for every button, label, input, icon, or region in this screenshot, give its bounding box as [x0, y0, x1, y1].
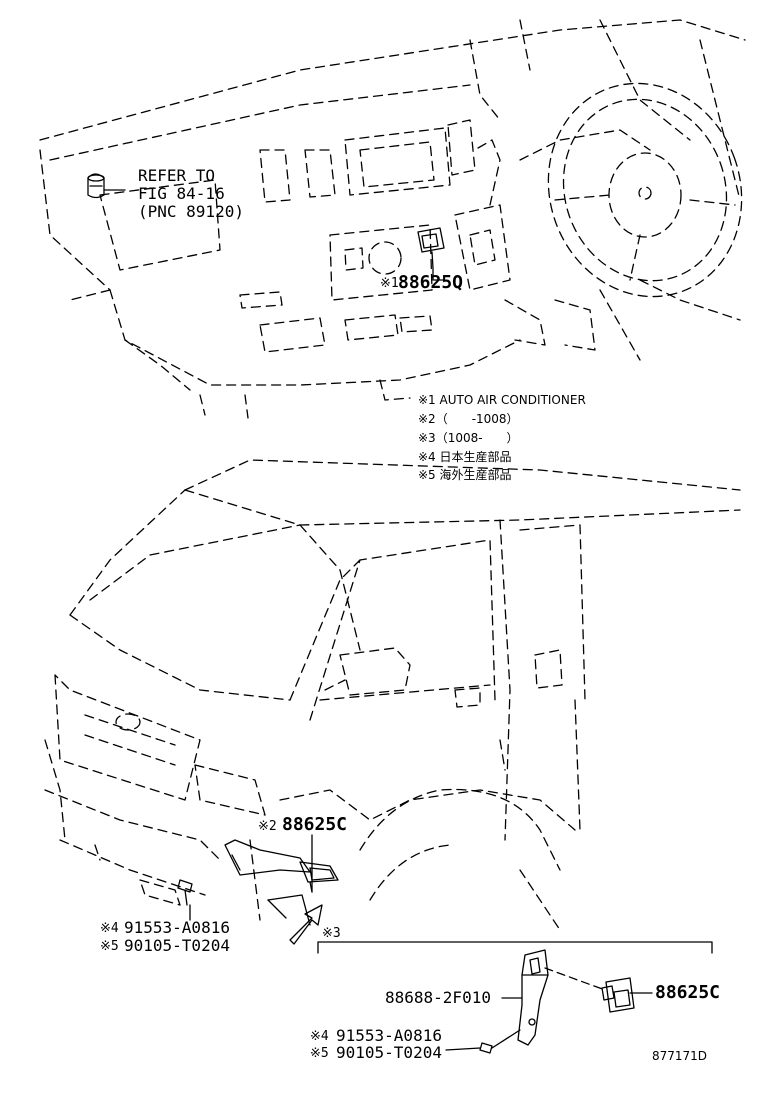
note-1: ※1 AUTO AIR CONDITIONER [418, 393, 586, 407]
note-5: ※5 海外生産部品 [418, 468, 512, 482]
bolt-front-jp-mark: ※4 [100, 921, 119, 936]
front-bracket-shape [224, 839, 339, 893]
bolt-detail-ov-mark: ※5 [310, 1046, 329, 1061]
bolt-detail-jp-mark: ※4 [310, 1029, 329, 1044]
bolt-front-ov-number: 90105-T0204 [124, 936, 230, 955]
note-4: ※4 日本生産部品 [418, 450, 512, 464]
vehicle-illustration [44, 459, 741, 931]
reference-label-line3: (PNC 89120) [138, 202, 244, 221]
bracket-88688-number: 88688-2F010 [385, 988, 491, 1007]
reference-label-line1: REFER TO [138, 166, 216, 185]
part-88625c-early-number: 88625C [282, 814, 348, 835]
detail-bolt-shape [479, 1029, 521, 1054]
detail-sensor-shape [601, 977, 635, 1013]
direction-arrow [267, 894, 323, 945]
part-88625q-mark: ※1 [380, 276, 399, 291]
part-88625c-early-mark: ※2 [258, 819, 277, 834]
sensor-88625q-shape [417, 227, 445, 269]
reference-part-89120 [87, 173, 105, 199]
part-88625q-number: 88625Q [398, 272, 464, 293]
bolt-detail-jp-number: 91553-A0816 [336, 1026, 442, 1045]
steering-wheel [547, 82, 743, 298]
bolt-front-jp-number: 91553-A0816 [124, 918, 230, 937]
detail-3-mark: ※3 [322, 926, 341, 941]
note-3: ※3（1008- ） [418, 431, 519, 445]
drawing-code: 877171D [652, 1049, 708, 1063]
detail-box [317, 941, 713, 954]
reference-label-line2: FIG 84-16 [138, 184, 225, 203]
detail-leaders [445, 967, 653, 1051]
note-2: ※2（ -1008） [418, 412, 519, 426]
front-bolt-shape [177, 879, 193, 906]
detail-bracket-shape [517, 949, 549, 1046]
dashboard-illustration [39, 19, 746, 419]
leader-lines-top [103, 189, 445, 921]
part-88625c-late-number: 88625C [655, 982, 721, 1003]
bolt-detail-ov-number: 90105-T0204 [336, 1043, 442, 1062]
bolt-front-ov-mark: ※5 [100, 939, 119, 954]
